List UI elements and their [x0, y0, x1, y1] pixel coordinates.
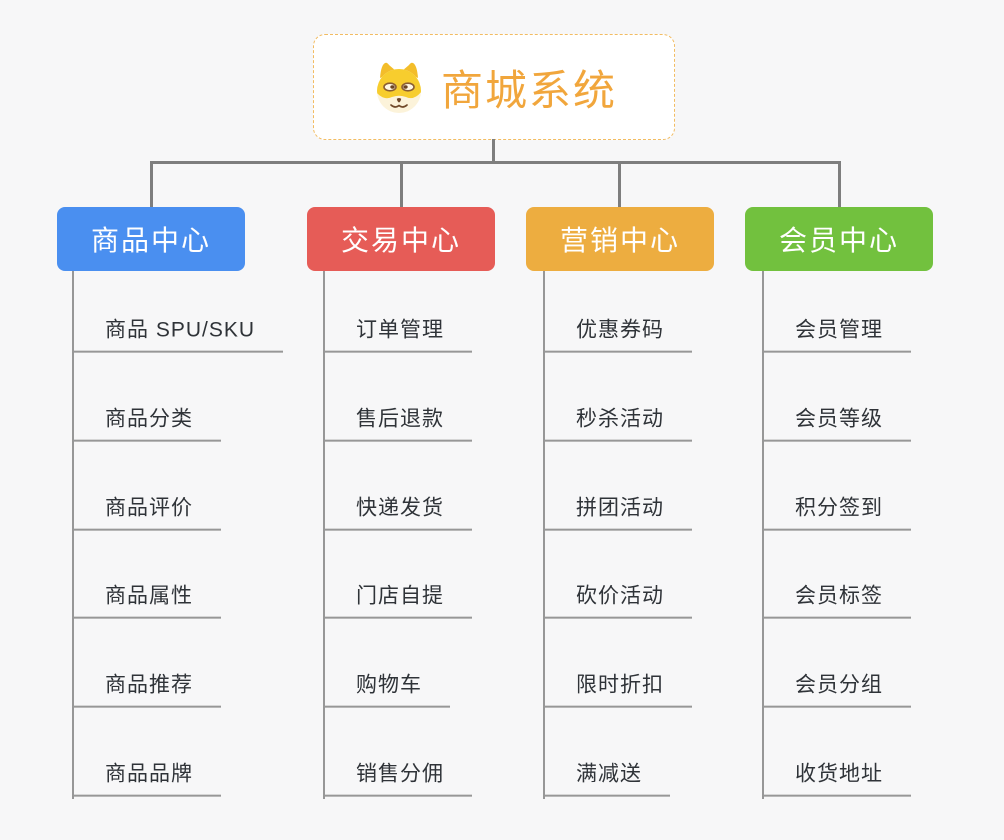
connector-drop-product	[150, 161, 153, 208]
leaf-item[interactable]: 会员标签	[762, 583, 911, 619]
connector-drop-marketing	[618, 161, 621, 208]
connector-root-stub	[492, 139, 495, 163]
leaf-item[interactable]: 商品评价	[72, 495, 221, 531]
trunk-line	[762, 271, 764, 799]
leaf-item[interactable]: 优惠券码	[543, 317, 692, 353]
root-title: 商城系统	[440, 66, 617, 114]
doge-icon	[371, 61, 427, 113]
leaf-item[interactable]: 会员管理	[762, 317, 911, 353]
connector-horizontal-bar	[150, 161, 841, 164]
connector-drop-member	[838, 161, 841, 208]
leaf-item[interactable]: 门店自提	[323, 583, 472, 619]
leaf-item[interactable]: 限时折扣	[543, 672, 692, 708]
leaf-item[interactable]: 商品品牌	[72, 761, 221, 797]
branch-box-product-center[interactable]: 商品中心	[57, 207, 245, 271]
leaf-item[interactable]: 快递发货	[323, 495, 472, 531]
branch-box-trade-center[interactable]: 交易中心	[307, 207, 495, 271]
connector-drop-trade	[400, 161, 403, 208]
leaf-item[interactable]: 售后退款	[323, 406, 472, 442]
leaf-item[interactable]: 积分签到	[762, 495, 911, 531]
trunk-line	[323, 271, 325, 799]
leaf-item[interactable]: 满减送	[543, 761, 670, 797]
leaf-item[interactable]: 收货地址	[762, 761, 911, 797]
leaf-item[interactable]: 会员分组	[762, 672, 911, 708]
leaf-item[interactable]: 商品推荐	[72, 672, 221, 708]
branch-box-member-center[interactable]: 会员中心	[745, 207, 933, 271]
leaf-item[interactable]: 会员等级	[762, 406, 911, 442]
leaf-item[interactable]: 商品分类	[72, 406, 221, 442]
trunk-line	[72, 271, 74, 799]
leaf-item[interactable]: 订单管理	[323, 317, 472, 353]
branch-box-marketing-center[interactable]: 营销中心	[526, 207, 714, 271]
leaf-item[interactable]: 砍价活动	[543, 583, 692, 619]
leaf-item[interactable]: 商品 SPU/SKU	[72, 317, 284, 353]
leaf-item[interactable]: 购物车	[323, 672, 450, 708]
leaf-item[interactable]: 秒杀活动	[543, 406, 692, 442]
leaf-item[interactable]: 销售分佣	[323, 761, 472, 797]
leaf-item[interactable]: 商品属性	[72, 583, 221, 619]
root-node[interactable]: 商城系统	[313, 34, 675, 140]
trunk-line	[543, 271, 545, 799]
leaf-item[interactable]: 拼团活动	[543, 495, 692, 531]
